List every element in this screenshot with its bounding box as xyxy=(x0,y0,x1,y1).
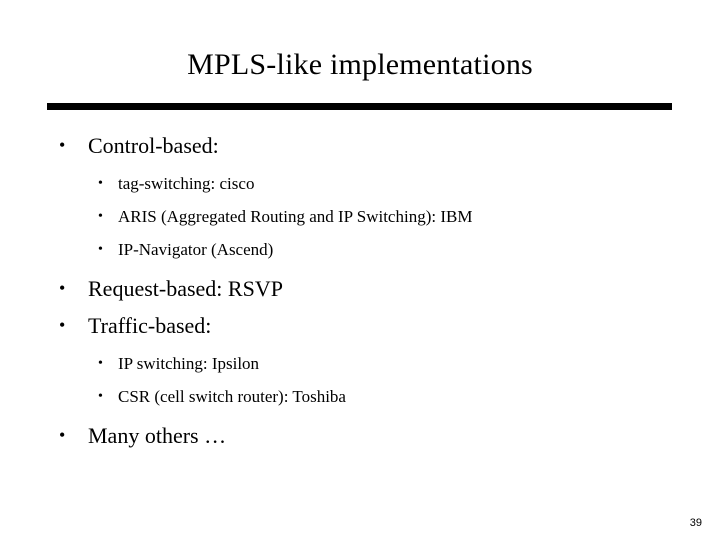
bullet-icon: • xyxy=(98,389,103,404)
list-item: • IP-Navigator (Ascend) xyxy=(0,233,720,266)
list-item-label: Control-based: xyxy=(88,133,219,158)
bullet-icon: • xyxy=(59,315,66,335)
list-item: • tag-switching: cisco xyxy=(0,167,720,200)
list-item: • CSR (cell switch router): Toshiba xyxy=(0,380,720,413)
title-divider xyxy=(47,103,672,110)
bullet-icon: • xyxy=(98,209,103,224)
list-item-label: ARIS (Aggregated Routing and IP Switchin… xyxy=(118,207,473,226)
list-item-label: CSR (cell switch router): Toshiba xyxy=(118,387,346,406)
list-item: • Traffic-based: xyxy=(0,307,720,344)
list-item-label: Many others … xyxy=(88,423,227,448)
list-item: • Many others … xyxy=(0,417,720,454)
list-item-label: IP-Navigator (Ascend) xyxy=(118,240,274,259)
list-item-label: Request-based: RSVP xyxy=(88,276,283,301)
bullet-icon: • xyxy=(98,356,103,371)
list-item: • Request-based: RSVP xyxy=(0,270,720,307)
page-title: MPLS-like implementations xyxy=(187,48,533,81)
list-item-label: IP switching: Ipsilon xyxy=(118,354,260,373)
bullet-icon: • xyxy=(59,135,66,155)
bullet-icon: • xyxy=(59,425,66,445)
list-item-label: tag-switching: cisco xyxy=(118,174,255,193)
bullet-icon: • xyxy=(98,176,103,191)
bullet-icon: • xyxy=(59,278,66,298)
list-item: • IP switching: Ipsilon xyxy=(0,347,720,380)
bullet-icon: • xyxy=(98,242,103,257)
list-item: • Control-based: xyxy=(0,127,720,164)
page-number: 39 xyxy=(689,517,702,529)
list-item-label: Traffic-based: xyxy=(88,313,212,338)
list-item: • ARIS (Aggregated Routing and IP Switch… xyxy=(0,200,720,233)
bullet-list: • Control-based: • tag-switching: cisco … xyxy=(0,127,720,454)
